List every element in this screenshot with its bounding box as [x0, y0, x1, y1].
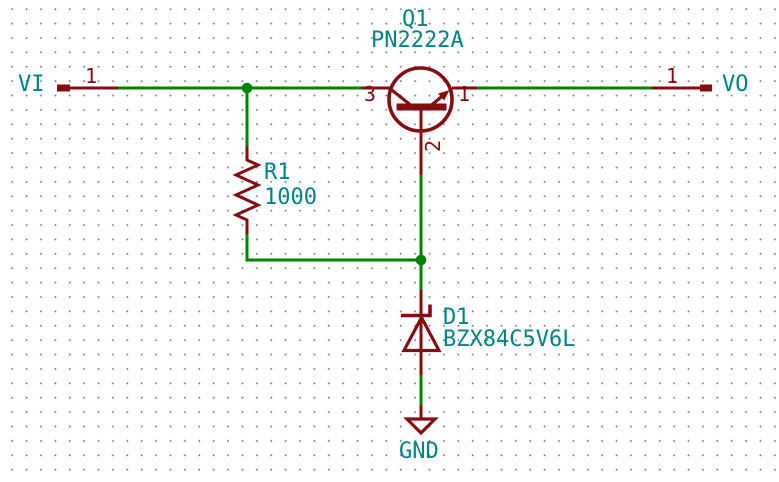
pin-end-square [57, 84, 70, 92]
r1-reference[interactable]: R1 [264, 160, 291, 185]
port-pin-vi[interactable] [57, 84, 118, 92]
q1-reference[interactable]: Q1 [402, 7, 429, 32]
transistor-base-bar [396, 103, 447, 111]
q1-value[interactable]: PN2222A [371, 28, 464, 53]
emitter-arrow [438, 90, 450, 101]
zener-diode-d1-symbol[interactable] [401, 290, 442, 375]
collector-diagonal [389, 87, 411, 106]
junction-dot[interactable] [415, 254, 427, 266]
net-label-vi[interactable]: VI [18, 72, 45, 97]
junction-dot[interactable] [241, 82, 253, 94]
d1-value[interactable]: BZX84C5V6L [443, 327, 576, 352]
resistor-r1-symbol[interactable] [232, 146, 262, 234]
gnd-triangle [403, 417, 439, 436]
diode-triangle [401, 314, 442, 353]
wires [118, 82, 652, 405]
transistor-body-circle [387, 66, 454, 133]
pin-end-square [700, 84, 712, 92]
vo-pin-number: 1 [666, 64, 679, 88]
q1-collector-pin-number: 3 [364, 82, 377, 106]
q1-emitter-pin-number: 1 [458, 82, 471, 106]
q1-base-pin-number: 2 [421, 139, 446, 153]
gnd-label[interactable]: GND [399, 439, 439, 464]
r1-value[interactable]: 1000 [264, 185, 317, 210]
d1-reference[interactable]: D1 [443, 305, 470, 330]
resistor-zigzag [232, 146, 262, 234]
zener-cathode-bar [401, 304, 432, 318]
net-label-vo[interactable]: VO [722, 72, 749, 97]
vi-pin-number: 1 [85, 64, 98, 88]
transistor-q1-symbol[interactable] [362, 66, 477, 175]
gnd-symbol[interactable] [403, 405, 439, 436]
wire-resistor-to-junction[interactable] [245, 234, 421, 262]
port-pin-vo[interactable] [652, 84, 712, 92]
